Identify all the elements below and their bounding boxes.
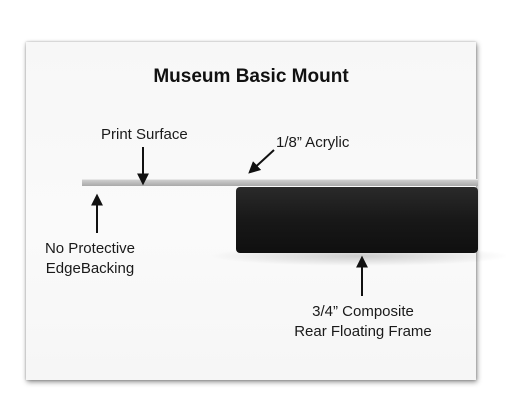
composite-frame-label: 3/4” Composite Rear Floating Frame: [278, 302, 448, 342]
no-protective-edge-label: No Protective EdgeBacking: [30, 239, 150, 279]
frame-label-line1: 3/4” Composite: [312, 303, 414, 320]
frame-label-line2: Rear Floating Frame: [294, 323, 432, 340]
acrylic-label: 1/8” Acrylic: [276, 134, 350, 151]
composite-frame-block: [236, 187, 478, 253]
diagram-title: Museum Basic Mount: [153, 66, 349, 87]
acrylic-sheet: [82, 179, 478, 186]
acrylic-arrow: [248, 149, 275, 174]
no-protective-label-line2: EdgeBacking: [45, 260, 135, 277]
print-surface-label: Print Surface: [101, 126, 188, 143]
no-protective-label-line1: No Protective: [44, 240, 136, 257]
